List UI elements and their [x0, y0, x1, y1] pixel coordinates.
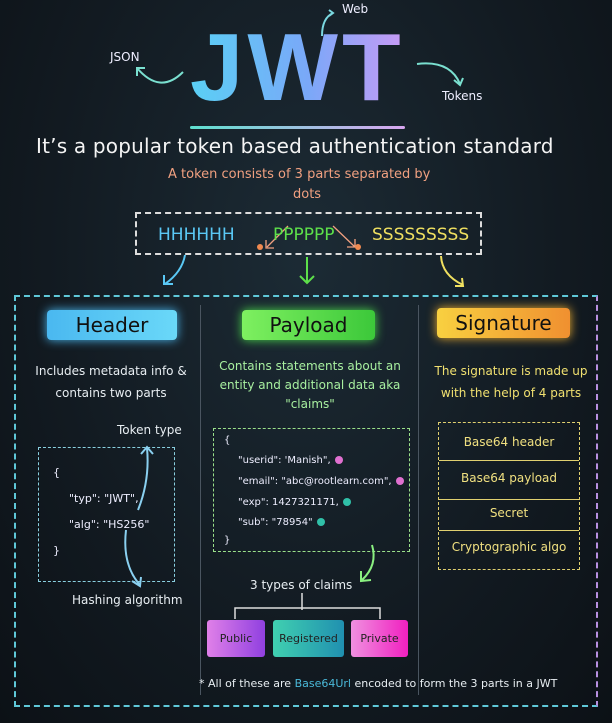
footnote-text: * All of these are: [199, 677, 295, 690]
tree-connector: [234, 593, 381, 619]
claim-public: Public: [207, 620, 265, 657]
divider: [439, 530, 579, 531]
arrow-header-icon: [163, 254, 186, 285]
footnote: * All of these are Base64Url encoded to …: [199, 677, 557, 690]
hashing-label: Hashing algorithm: [72, 593, 183, 607]
token-type-label: Token type: [117, 423, 182, 437]
signature-part: Base64 header: [463, 435, 555, 449]
footnote-highlight: Base64Url: [294, 677, 351, 690]
code-line: "userid": 'Manish",: [238, 455, 343, 466]
tokens-label: Tokens: [442, 89, 483, 103]
divider: [439, 499, 579, 500]
subtitle: It’s a popular token based authenticatio…: [36, 134, 554, 158]
registered-claim-dot: [316, 518, 325, 526]
footnote-text: encoded to form the 3 parts in a JWT: [350, 677, 558, 690]
code-line: }: [53, 544, 60, 557]
code-line: {: [224, 435, 231, 446]
signature-part: Secret: [489, 506, 529, 520]
web-label: Web: [342, 2, 369, 16]
code-text: "exp": 1427321171,: [238, 497, 339, 508]
signature-part: Cryptographic algo: [451, 540, 567, 554]
claims-connectors: [234, 544, 381, 619]
signature-description: The signature is made up with the help o…: [434, 364, 588, 400]
registered-claim-dot: [342, 498, 351, 506]
arrow-payload-icon: [299, 257, 315, 285]
arrow-dots-left-icon: [265, 225, 289, 249]
code-line: "email": "abc@rootlearn.com",: [238, 476, 404, 487]
header-arrows: [124, 445, 154, 588]
code-line: "typ": "JWT",: [69, 492, 139, 505]
divider: [439, 460, 579, 461]
code-text: "sub": "78954": [238, 517, 313, 528]
column-divider: [418, 305, 419, 695]
jwt-logo: JWT: [190, 14, 405, 121]
json-label: JSON: [110, 50, 140, 64]
payload-description: Contains statements about an entity and …: [219, 359, 401, 411]
public-claim-dot: [334, 456, 343, 464]
signature-pill: Signature: [437, 308, 570, 338]
code-line: "alg": "HS256": [69, 518, 150, 531]
token-signature: SSSSSSSSS: [372, 225, 470, 245]
arrow-down-icon: [124, 529, 142, 588]
arrow-signature-icon: [440, 255, 465, 287]
header-description: Includes metadata info & contains two pa…: [35, 364, 187, 400]
code-text: "email": "abc@rootlearn.com",: [238, 476, 392, 487]
code-line: "sub": "78954": [238, 517, 325, 528]
token-note-line1: A token consists of 3 parts separated by: [168, 167, 431, 182]
header-pill: Header: [47, 310, 177, 340]
token-note-line2: dots: [293, 187, 322, 202]
arrow-json-icon: [136, 67, 184, 84]
claims-title: 3 types of claims: [250, 578, 353, 592]
arrow-tokens-icon: [416, 62, 464, 87]
token-dot: [257, 244, 263, 250]
code-line: }: [224, 535, 231, 546]
parts-container: [14, 295, 598, 707]
token-dot: [355, 244, 361, 250]
arrow-up-icon: [137, 445, 154, 511]
claim-private: Private: [351, 620, 408, 657]
payload-code-box: { "userid": 'Manish", "email": "abc@root…: [213, 428, 410, 552]
header-code-box: { "typ": "JWT", "alg": "HS256" }: [38, 447, 175, 582]
token-payload: PPPPPP: [273, 225, 335, 245]
signature-part: Base64 payload: [460, 471, 558, 485]
public-claim-dot: [395, 477, 404, 485]
logo-underline: [190, 126, 405, 129]
arrow-claims-icon: [360, 544, 375, 583]
token-box: [135, 212, 482, 255]
title-arrows: [136, 9, 465, 287]
arrow-web-icon: [321, 9, 335, 37]
code-line: {: [53, 466, 60, 479]
code-text: "userid": 'Manish",: [238, 455, 331, 466]
claim-registered: Registered: [273, 620, 344, 657]
code-line: "exp": 1427321171,: [238, 497, 351, 508]
payload-pill: Payload: [242, 310, 375, 340]
signature-parts-box: Base64 header Base64 payload Secret Cryp…: [438, 422, 580, 570]
token-header: HHHHHH: [158, 225, 235, 245]
column-divider: [200, 305, 201, 695]
